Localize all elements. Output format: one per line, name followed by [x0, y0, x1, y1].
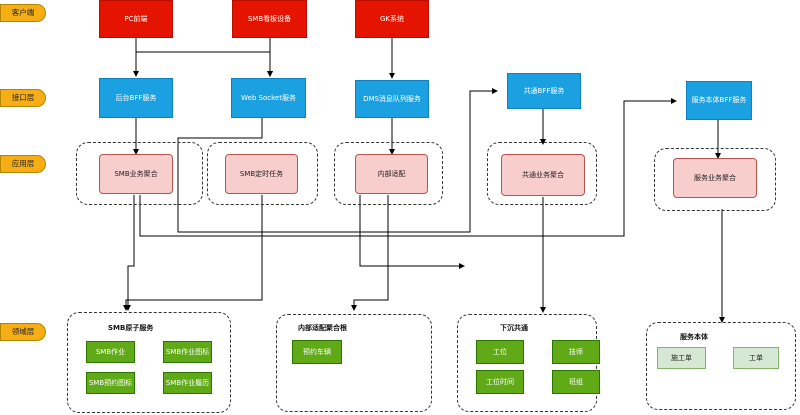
- bff-websocket-service: Web Socket服务: [231, 78, 306, 118]
- layer-label-domain: 领域层: [0, 323, 46, 341]
- edge-websocket-to-common-bff: [177, 88, 498, 233]
- domain-group-service-body: [646, 322, 796, 410]
- edge-adapter-to-common-bff-loop: [359, 195, 465, 269]
- domain-title-sink-common: 下沉共通: [500, 324, 528, 332]
- client-smb-board-device: SMB看板设备: [232, 0, 307, 38]
- domain-smb-job: SMB作业: [86, 341, 135, 363]
- domain-workstation-time: 工位时间: [476, 370, 524, 394]
- app-common-aggregate: 共通业务聚合: [501, 154, 585, 196]
- app-service-aggregate: 服务业务聚合: [673, 158, 757, 198]
- domain-smb-reservation-icon: SMB预约图标: [86, 372, 135, 394]
- edge-smb-aggregate-to-smb-atomic: [125, 195, 135, 311]
- layer-label-interface: 接口层: [0, 89, 46, 107]
- domain-title-internal-root: 内部适配聚合根: [298, 324, 347, 332]
- edge-smb-timer-to-smb-atomic: [123, 195, 263, 311]
- app-group-smb-timer: [207, 142, 318, 205]
- bff-common-service: 共通BFF服务: [507, 73, 581, 109]
- domain-group-smb-atomic: [67, 312, 231, 413]
- domain-workstation: 工位: [476, 340, 524, 364]
- domain-group-internal-root: [276, 314, 432, 412]
- domain-construction-order: 施工单: [657, 347, 706, 369]
- app-group-smb-aggregate: [76, 142, 203, 205]
- bff-dms-queue-service: DMS消息队列服务: [355, 80, 429, 118]
- app-smb-aggregate: SMB业务聚合: [99, 154, 173, 194]
- app-group-service-aggregate: [654, 148, 776, 211]
- client-pc-frontend: PC前端: [99, 0, 173, 38]
- domain-title-service-body: 服务本体: [680, 333, 708, 341]
- edge-smb-aggregate-to-service-bff: [139, 98, 677, 237]
- domain-reserved-vehicle: 预约车辆: [292, 340, 342, 364]
- bff-service-body-service: 服务本体BFF服务: [686, 81, 752, 120]
- layer-label-application: 应用层: [0, 155, 46, 173]
- app-smb-timer-task: SMB定时任务: [225, 154, 298, 194]
- app-group-internal-adapter: [334, 142, 443, 205]
- domain-team: 班组: [552, 370, 600, 394]
- domain-smb-job-history: SMB作业履历: [163, 372, 212, 394]
- bff-backend-service: 后台BFF服务: [99, 78, 173, 118]
- domain-title-smb-atomic: SMB原子服务: [108, 324, 154, 332]
- layer-label-client: 客户端: [0, 4, 46, 22]
- app-internal-adapter: 内部适配: [355, 154, 428, 194]
- app-group-common-aggregate: [487, 142, 597, 205]
- client-gk-system: GK系统: [355, 0, 429, 38]
- edge-pc-to-websocket: [136, 51, 273, 77]
- domain-technician: 技师: [552, 340, 600, 364]
- domain-work-order: 工单: [733, 347, 779, 369]
- domain-smb-job-icon: SMB作业图标: [163, 341, 212, 363]
- edge-adapter-to-internal-root: [351, 195, 389, 311]
